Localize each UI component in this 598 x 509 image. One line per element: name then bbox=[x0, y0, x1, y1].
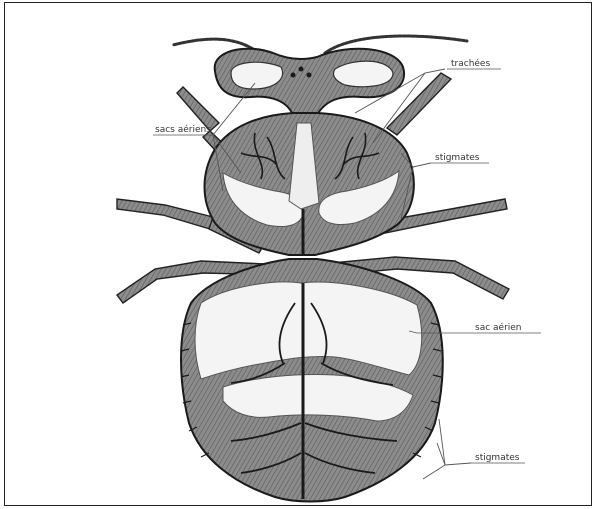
antennae bbox=[173, 36, 467, 53]
figure-frame: trachées sacs aériens stigmates sac aéri… bbox=[4, 2, 592, 506]
abdomen bbox=[181, 259, 443, 502]
insect-respiratory-diagram: trachées sacs aériens stigmates sac aéri… bbox=[5, 3, 592, 506]
label-sac-aerien: sac aérien bbox=[475, 322, 522, 333]
label-stigmates-bottom: stigmates bbox=[475, 453, 520, 463]
head bbox=[215, 49, 404, 115]
label-stigmates-top: stigmates bbox=[435, 153, 480, 163]
thorax bbox=[205, 113, 414, 255]
label-sacs-aeriens: sacs aériens bbox=[155, 124, 211, 135]
label-trachees: trachées bbox=[451, 58, 490, 69]
